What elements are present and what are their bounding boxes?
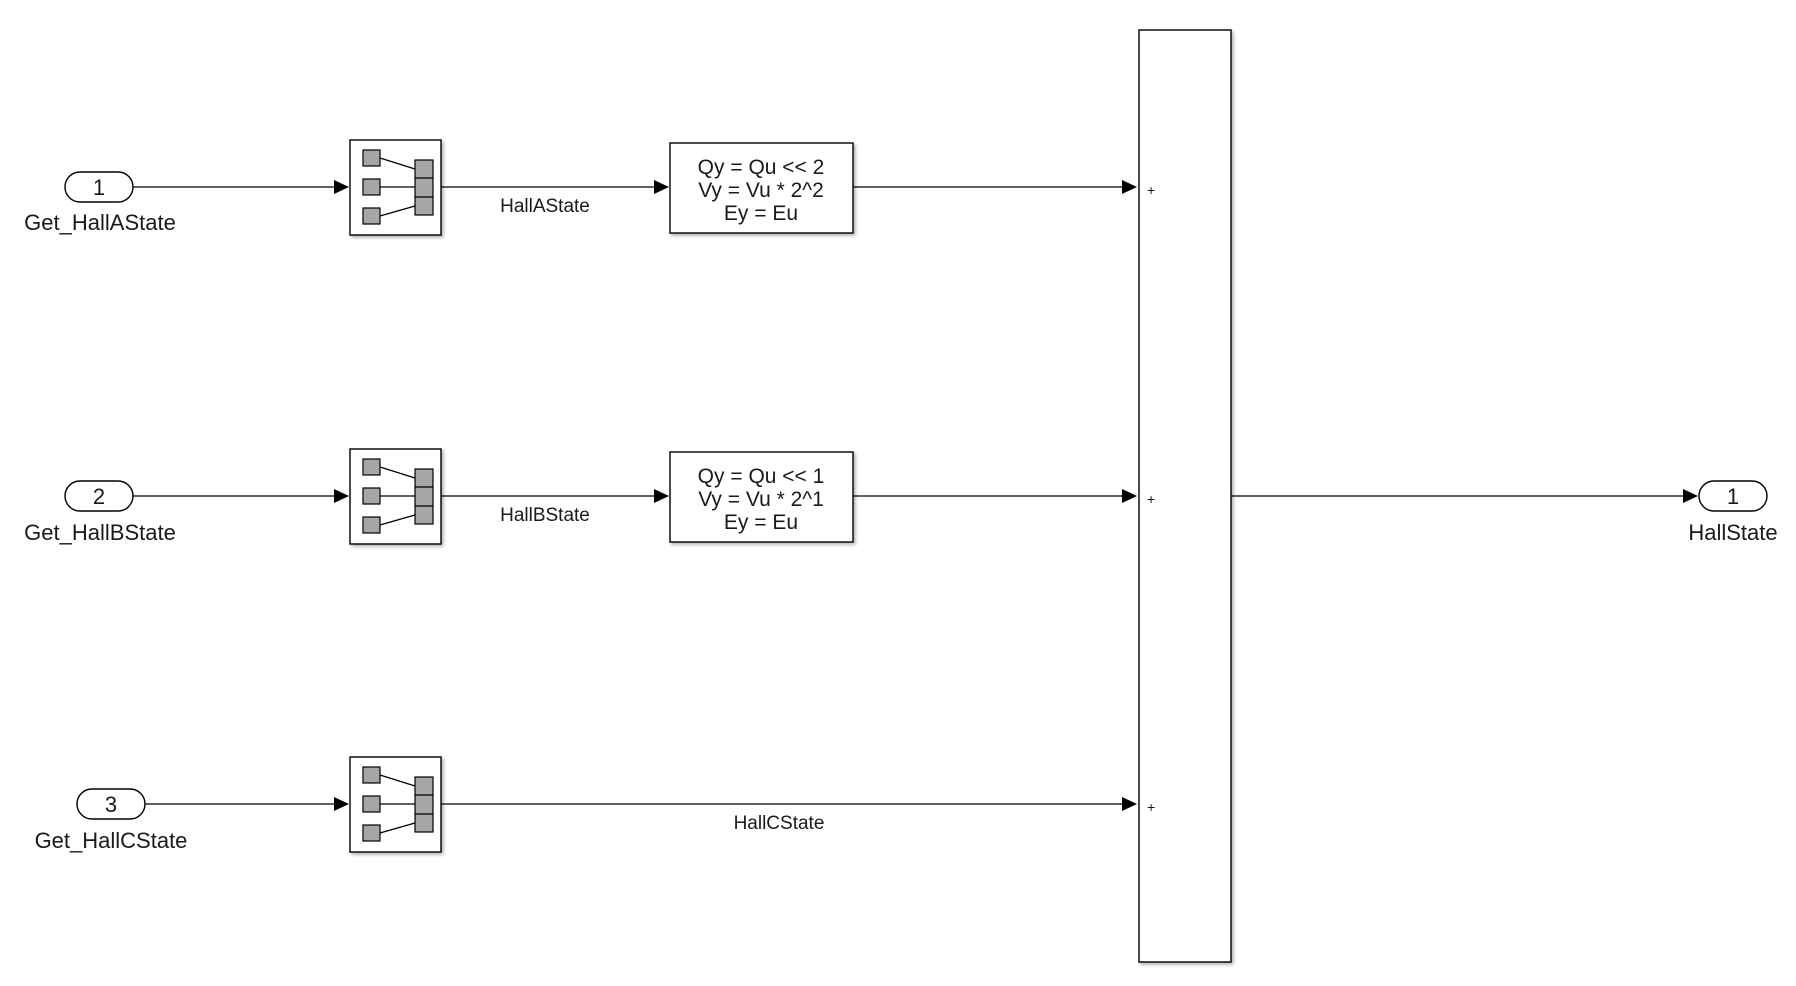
- inport-3-get-hallcstate[interactable]: 3: [76, 788, 146, 820]
- outport-1-hallstate[interactable]: 1: [1698, 480, 1768, 512]
- outport-number: 1: [1727, 484, 1739, 509]
- inport-label: Get_HallCState: [35, 828, 188, 853]
- bit-concat-block-b[interactable]: [349, 448, 442, 545]
- sum-sign: +: [1147, 491, 1155, 507]
- arrow-head: [334, 489, 349, 503]
- signal-label: HallCState: [734, 813, 825, 834]
- inport-number: 1: [93, 175, 105, 200]
- shift-arithmetic-block-a[interactable]: Qy = Qu << 2 Vy = Vu * 2^2 Ey = Eu: [669, 142, 854, 234]
- sum-block[interactable]: + + +: [1138, 29, 1232, 963]
- arrow-head: [654, 489, 669, 503]
- bit-concat-block-c[interactable]: [349, 756, 442, 853]
- shift-line: Qy = Qu << 1: [698, 465, 825, 488]
- inport-label: Get_HallBState: [24, 520, 176, 545]
- inport-2-get-hallbstate[interactable]: 2: [64, 480, 134, 512]
- signal-label: HallAState: [500, 196, 590, 217]
- outport-label: HallState: [1688, 520, 1777, 545]
- arrow-head: [334, 797, 349, 811]
- sum-sign: +: [1147, 182, 1155, 198]
- shift-line: Qy = Qu << 2: [698, 156, 825, 179]
- arrow-head: [1683, 489, 1698, 503]
- inport-1-get-hallastate[interactable]: 1: [64, 171, 134, 203]
- arrow-head: [1122, 797, 1137, 811]
- arrow-head: [1122, 489, 1137, 503]
- inport-label: Get_HallAState: [24, 210, 176, 235]
- arrow-head: [334, 180, 349, 194]
- inport-number: 3: [105, 792, 117, 817]
- inport-number: 2: [93, 484, 105, 509]
- arrow-head: [1122, 180, 1137, 194]
- signal-label: HallBState: [500, 505, 590, 526]
- shift-line: Vy = Vu * 2^1: [698, 488, 824, 511]
- shift-line: Vy = Vu * 2^2: [698, 179, 824, 202]
- shift-line: Ey = Eu: [724, 202, 798, 225]
- sum-sign: +: [1147, 799, 1155, 815]
- arrow-head: [654, 180, 669, 194]
- shift-arithmetic-block-b[interactable]: Qy = Qu << 1 Vy = Vu * 2^1 Ey = Eu: [669, 451, 854, 543]
- shift-line: Ey = Eu: [724, 511, 798, 534]
- bit-concat-block-a[interactable]: [349, 139, 442, 236]
